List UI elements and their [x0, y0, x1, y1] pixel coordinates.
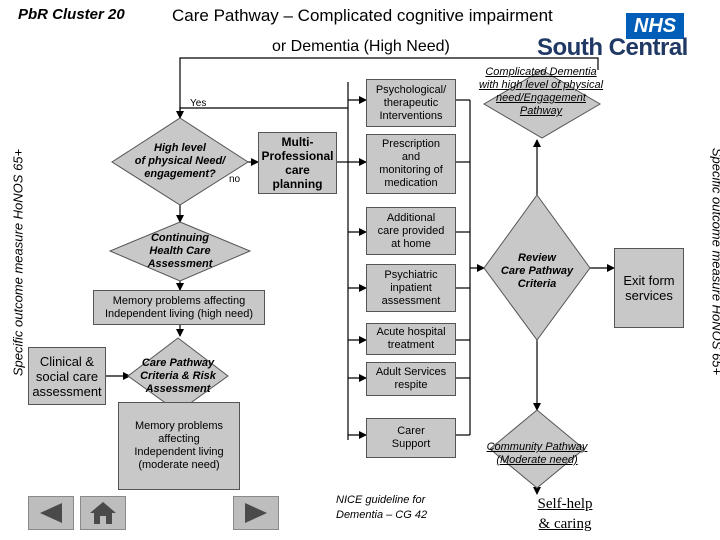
exit-services-box: Exit form services — [614, 248, 684, 328]
page-title: Care Pathway – Complicated cognitive imp… — [172, 6, 553, 25]
forward-button[interactable] — [233, 496, 279, 530]
acute-hospital-box: Acute hospital treatment — [366, 323, 456, 355]
page-subtitle: or Dementia (High Need) — [272, 38, 450, 55]
forward-arrow-icon — [245, 503, 267, 523]
home-button[interactable] — [80, 496, 126, 530]
multi-professional-planning-box: Multi- Professional care planning — [258, 132, 337, 194]
connector-to-psych-branch — [179, 107, 348, 118]
care-pathway-criteria-label: Care Pathway Criteria & Risk Assessment — [140, 356, 216, 395]
home-icon — [90, 502, 116, 524]
community-pathway-diamond — [489, 409, 585, 489]
self-help-link[interactable]: Self-help & caring — [530, 494, 600, 538]
no-label: no — [229, 174, 241, 185]
nhs-logo-region: South Central — [537, 34, 688, 61]
clinical-assessment-box: Clinical & social care assessment — [28, 347, 106, 405]
psychiatric-inpatient-box: Psychiatric inpatient assessment — [366, 264, 456, 312]
back-arrow-icon — [40, 503, 62, 523]
review-criteria-label: Review Care Pathway Criteria — [500, 251, 574, 290]
memory-high-need-box: Memory problems affecting Independent li… — [93, 290, 265, 325]
community-pathway-link[interactable]: Community Pathway (Moderate need) — [486, 441, 588, 466]
cluster-label: PbR Cluster 20 — [18, 6, 125, 23]
continuing-care-diamond — [108, 221, 252, 282]
self-help-line2: & caring — [538, 516, 592, 532]
review-criteria-diamond — [483, 194, 591, 341]
complicated-pathway-link[interactable]: Complicated Dementia with high level of … — [478, 66, 604, 117]
complicated-pathway-diamond — [483, 69, 601, 139]
nice-guideline-label: NICE guideline for Dementia – CG 42 — [336, 494, 428, 521]
memory-moderate-need-box: Memory problems affecting Independent li… — [118, 402, 240, 490]
carer-support-box: Carer Support — [366, 418, 456, 458]
nhs-logo-badge: NHS — [626, 13, 684, 39]
adult-services-respite-box: Adult Services respite — [366, 362, 456, 396]
connector-feedback-top — [179, 57, 599, 80]
yes-label: Yes — [190, 98, 207, 109]
continuing-care-label: Continuing Health Care Assessment — [147, 231, 213, 270]
high-level-decision-label: High level of physical Need/ engagement? — [134, 141, 226, 180]
additional-care-box: Additional care provided at home — [366, 207, 456, 255]
psychological-interventions-box: Psychological/ therapeutic Interventions — [366, 79, 456, 127]
back-button[interactable] — [28, 496, 74, 530]
self-help-line1: Self-help — [537, 496, 593, 512]
high-level-decision-diamond — [111, 117, 249, 206]
prescription-monitoring-box: Prescription and monitoring of medicatio… — [366, 134, 456, 194]
